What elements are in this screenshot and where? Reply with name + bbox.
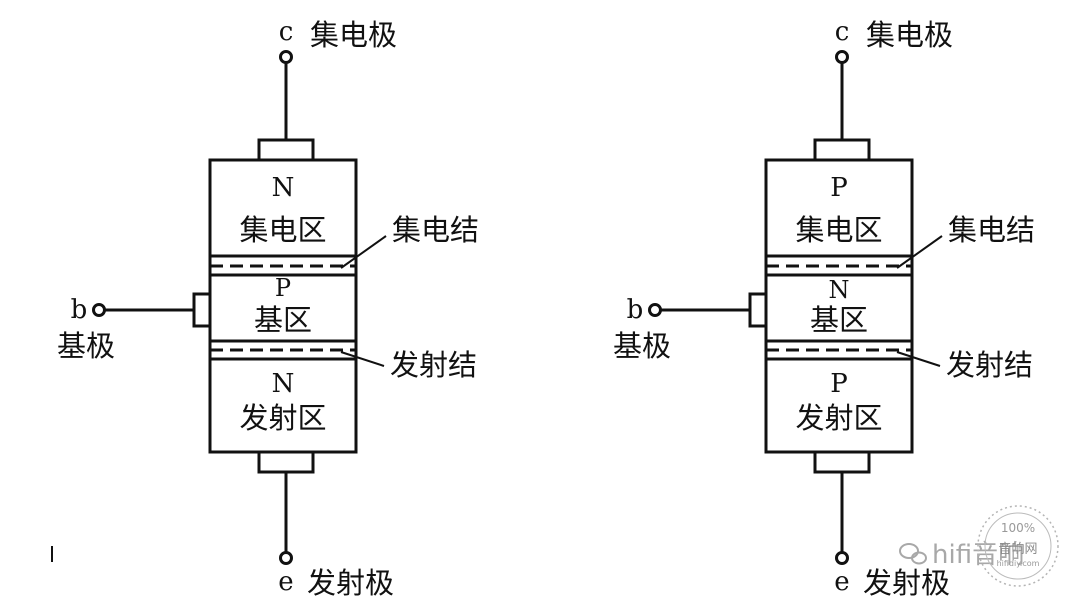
npn-base-terminal (92, 303, 106, 317)
pnp-base-label: 基极 (613, 329, 671, 363)
pnp-collector-junction (766, 254, 912, 277)
pnp-emitter-junction-label: 发射结 (946, 348, 1033, 382)
pnp-body (764, 158, 914, 454)
npn-collector-junction-pointer (340, 235, 387, 269)
npn-mid-region-name: 基区 (254, 303, 312, 337)
wechat-icon (899, 543, 927, 565)
pnp-terminal-b: b (627, 295, 644, 325)
npn-emitter-junction-pointer (340, 351, 385, 367)
pnp-collector-label: 集电极 (866, 18, 953, 52)
npn-emitter-junction (210, 339, 356, 361)
npn-mid-region-type: P (275, 274, 291, 302)
npn-terminal-e: e (278, 567, 293, 597)
npn-base-label: 基极 (57, 329, 115, 363)
npn-collector-label: 集电极 (310, 18, 397, 52)
npn-collector-junction-label: 集电结 (392, 213, 479, 247)
pnp-emitter-terminal (835, 551, 849, 565)
seal-number: 100% (1001, 521, 1035, 535)
seal-domain: hifidiy.com (997, 559, 1040, 568)
npn-top-region-name: 集电区 (239, 213, 326, 247)
pnp-bot-region-name: 发射区 (795, 401, 882, 435)
npn-emitter-contact (257, 450, 315, 474)
npn-collector-terminal (279, 50, 293, 64)
pnp-emitter-contact (813, 450, 871, 474)
pnp-terminal-e: e (834, 567, 849, 597)
pnp-bot-region-type: P (830, 369, 848, 399)
pnp-base-contact (748, 292, 768, 328)
pnp-mid-region-type: N (829, 276, 850, 304)
pnp-collector-contact (813, 138, 871, 162)
npn-top-region-type: N (272, 173, 295, 203)
pnp-top-region-type: P (830, 173, 848, 203)
pnp-emitter-label: 发射极 (863, 566, 950, 600)
pnp-collector-junction-label: 集电结 (948, 213, 1035, 247)
npn-terminal-c: c (279, 17, 294, 47)
npn-collector-junction (210, 254, 356, 277)
pnp-emitter-junction-pointer (896, 351, 941, 367)
npn-terminal-b: b (71, 295, 88, 325)
pnp-top-region-name: 集电区 (795, 213, 882, 247)
npn-emitter-terminal (279, 551, 293, 565)
pnp-mid-region-name: 基区 (810, 303, 868, 337)
seal-stamp: 100% 音响网 hifidiy.com (977, 505, 1059, 587)
npn-emitter-junction-label: 发射结 (390, 348, 477, 382)
pnp-emitter-junction (766, 339, 912, 361)
pnp-collector-junction-pointer (896, 235, 943, 269)
npn-bot-region-name: 发射区 (239, 401, 326, 435)
npn-collector-contact (257, 138, 315, 162)
npn-bot-region-type: N (272, 369, 295, 399)
seal-site: 音响网 (998, 541, 1037, 557)
pnp-terminal-c: c (835, 17, 850, 47)
pnp-collector-terminal (835, 50, 849, 64)
pnp-transistor (648, 50, 943, 565)
watermark: hifi音响 100% 音响网 hifidiy.com (899, 505, 1059, 587)
npn-emitter-label: 发射极 (307, 566, 394, 600)
npn-transistor (92, 50, 387, 565)
pnp-base-terminal (648, 303, 662, 317)
npn-base-contact (192, 292, 212, 328)
